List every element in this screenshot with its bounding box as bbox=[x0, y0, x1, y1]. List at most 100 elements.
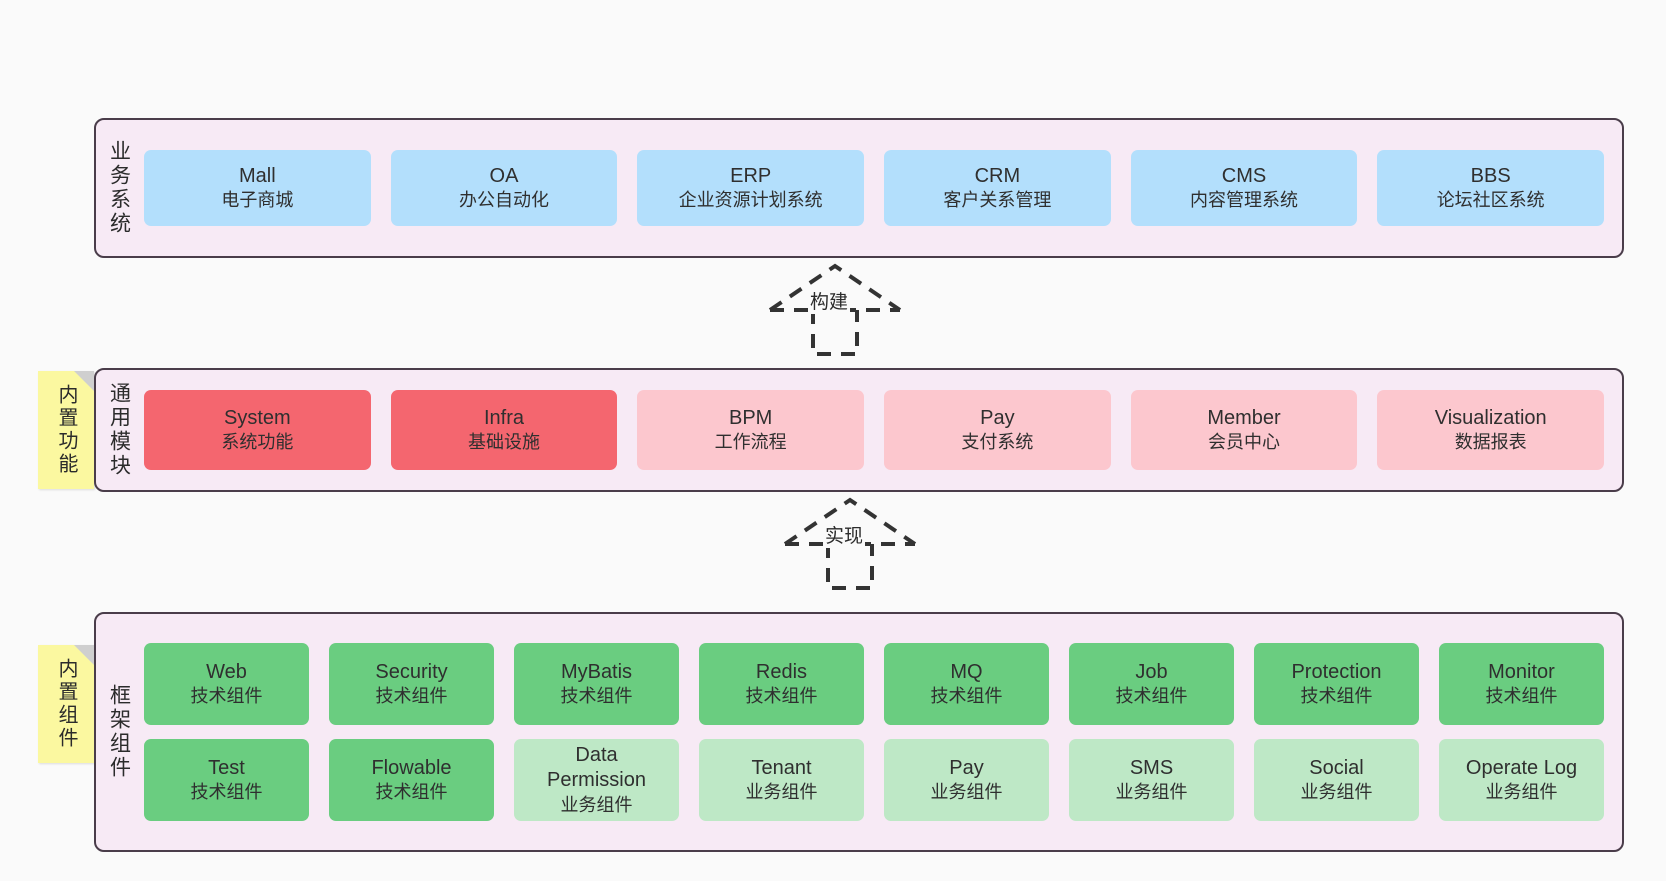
cell-protection[interactable]: Protection 技术组件 bbox=[1254, 643, 1419, 725]
cell-pay-module[interactable]: Pay 支付系统 bbox=[884, 390, 1111, 470]
cell-sms-en: SMS bbox=[1129, 756, 1174, 779]
layer-title-common: 通用模块 bbox=[107, 382, 131, 478]
cell-bbs[interactable]: BBS 论坛社区系统 bbox=[1377, 150, 1605, 226]
cell-crm-cn: 客户关系管理 bbox=[943, 190, 1052, 211]
cell-flowable-en: Flowable bbox=[371, 756, 452, 779]
connector-build-label: 构建 bbox=[808, 287, 851, 314]
cell-test-en: Test bbox=[208, 756, 245, 779]
cell-infra-cn: 基础设施 bbox=[468, 432, 540, 453]
cell-security-cn: 技术组件 bbox=[375, 686, 448, 707]
cell-test[interactable]: Test 技术组件 bbox=[144, 739, 309, 821]
layer-body-business: Mall 电子商城 OA 办公自动化 ERP 企业资源计划系统 CRM 客户关系… bbox=[142, 120, 1622, 256]
cell-job-en: Job bbox=[1135, 660, 1168, 683]
cell-redis-en: Redis bbox=[755, 660, 808, 683]
cell-pay-component-en: Pay bbox=[949, 756, 984, 779]
cell-mall[interactable]: Mall 电子商城 bbox=[144, 150, 371, 226]
cell-mq-cn: 技术组件 bbox=[930, 686, 1003, 707]
cell-visualization-en: Visualization bbox=[1434, 406, 1547, 429]
cell-security[interactable]: Security 技术组件 bbox=[329, 643, 494, 725]
connector-implement: 实现 bbox=[775, 492, 925, 592]
cell-security-en: Security bbox=[375, 660, 448, 683]
note-builtin-components: 内置组件 bbox=[38, 645, 94, 763]
cell-flowable-cn: 技术组件 bbox=[375, 782, 448, 803]
cell-pay-module-cn: 支付系统 bbox=[961, 432, 1034, 453]
cell-web-cn: 技术组件 bbox=[190, 686, 263, 707]
cell-redis[interactable]: Redis 技术组件 bbox=[699, 643, 864, 725]
cell-mq[interactable]: MQ 技术组件 bbox=[884, 643, 1049, 725]
cell-bpm[interactable]: BPM 工作流程 bbox=[637, 390, 865, 470]
cell-monitor[interactable]: Monitor 技术组件 bbox=[1439, 643, 1604, 725]
cell-protection-en: Protection bbox=[1291, 660, 1382, 683]
row-business-components: Test 技术组件 Flowable 技术组件 Data Permission … bbox=[144, 739, 1604, 821]
cell-cms-cn: 内容管理系统 bbox=[1190, 190, 1299, 211]
layer-title-framework: 框架组件 bbox=[107, 684, 131, 780]
cell-infra-en: Infra bbox=[483, 406, 525, 429]
connector-implement-label: 实现 bbox=[823, 521, 866, 548]
cell-member-en: Member bbox=[1207, 406, 1281, 429]
cell-redis-cn: 技术组件 bbox=[745, 686, 818, 707]
cell-social[interactable]: Social 业务组件 bbox=[1254, 739, 1419, 821]
cell-pay-module-en: Pay bbox=[980, 406, 1015, 429]
layer-body-framework: Web 技术组件 Security 技术组件 MyBatis 技术组件 Redi… bbox=[142, 614, 1622, 850]
cell-protection-cn: 技术组件 bbox=[1300, 686, 1373, 707]
cell-social-en: Social bbox=[1309, 756, 1364, 779]
cell-social-cn: 业务组件 bbox=[1300, 782, 1373, 803]
cell-cms-en: CMS bbox=[1221, 164, 1267, 187]
cell-operate-log-cn: 业务组件 bbox=[1485, 782, 1558, 803]
layer-title-business: 业务系统 bbox=[107, 140, 131, 236]
build-arrow-shaft bbox=[811, 310, 859, 356]
cell-oa[interactable]: OA 办公自动化 bbox=[390, 150, 618, 226]
cell-web-en: Web bbox=[206, 660, 247, 683]
note-builtin-features-label: 内置功能 bbox=[55, 384, 77, 476]
row-common-modules: System 系统功能 Infra 基础设施 BPM 工作流程 Pay 支付系统… bbox=[144, 390, 1605, 470]
cell-pay-component-cn: 业务组件 bbox=[930, 782, 1003, 803]
cell-tenant-en: Tenant bbox=[751, 756, 812, 779]
cell-infra[interactable]: Infra 基础设施 bbox=[390, 390, 618, 470]
cell-mybatis-en: MyBatis bbox=[560, 660, 633, 683]
cell-system-en: System bbox=[223, 406, 291, 429]
cell-tenant[interactable]: Tenant 业务组件 bbox=[699, 739, 864, 821]
cell-job-cn: 技术组件 bbox=[1115, 686, 1188, 707]
cell-flowable[interactable]: Flowable 技术组件 bbox=[329, 739, 494, 821]
cell-monitor-en: Monitor bbox=[1488, 660, 1555, 683]
cell-crm[interactable]: CRM 客户关系管理 bbox=[884, 150, 1111, 226]
cell-mybatis[interactable]: MyBatis 技术组件 bbox=[514, 643, 679, 725]
cell-operate-log-en: Operate Log bbox=[1465, 756, 1578, 779]
cell-pay-component[interactable]: Pay 业务组件 bbox=[884, 739, 1049, 821]
cell-monitor-cn: 技术组件 bbox=[1485, 686, 1558, 707]
cell-mq-en: MQ bbox=[950, 660, 983, 683]
cell-bpm-cn: 工作流程 bbox=[714, 432, 787, 453]
implement-arrow-shaft bbox=[826, 544, 874, 590]
cell-tenant-cn: 业务组件 bbox=[745, 782, 818, 803]
cell-system-cn: 系统功能 bbox=[221, 432, 294, 453]
row-technical-components: Web 技术组件 Security 技术组件 MyBatis 技术组件 Redi… bbox=[144, 643, 1604, 725]
cell-oa-cn: 办公自动化 bbox=[459, 190, 549, 211]
cell-sms[interactable]: SMS 业务组件 bbox=[1069, 739, 1234, 821]
row-business-systems: Mall 电子商城 OA 办公自动化 ERP 企业资源计划系统 CRM 客户关系… bbox=[144, 150, 1605, 226]
cell-bbs-en: BBS bbox=[1470, 164, 1511, 187]
cell-sms-cn: 业务组件 bbox=[1115, 782, 1188, 803]
layer-business-system: 业务系统 Mall 电子商城 OA 办公自动化 ERP 企业资源计划系统 CRM… bbox=[94, 118, 1624, 258]
cell-mall-en: Mall bbox=[239, 164, 276, 187]
cell-visualization[interactable]: Visualization 数据报表 bbox=[1377, 390, 1605, 470]
cell-erp[interactable]: ERP 企业资源计划系统 bbox=[637, 150, 865, 226]
cell-job[interactable]: Job 技术组件 bbox=[1069, 643, 1234, 725]
cell-web[interactable]: Web 技术组件 bbox=[144, 643, 309, 725]
cell-bbs-cn: 论坛社区系统 bbox=[1436, 190, 1545, 211]
cell-crm-en: CRM bbox=[974, 164, 1021, 187]
cell-data-permission[interactable]: Data Permission 业务组件 bbox=[514, 739, 679, 821]
note-builtin-features: 内置功能 bbox=[38, 371, 94, 489]
cell-test-cn: 技术组件 bbox=[190, 782, 263, 803]
cell-data-permission-cn: 业务组件 bbox=[560, 795, 633, 816]
cell-member[interactable]: Member 会员中心 bbox=[1130, 390, 1358, 470]
build-arrowhead bbox=[768, 263, 902, 312]
cell-bpm-en: BPM bbox=[729, 406, 773, 429]
connector-build: 构建 bbox=[760, 258, 910, 358]
cell-mybatis-cn: 技术组件 bbox=[560, 686, 633, 707]
layer-common-modules: 通用模块 System 系统功能 Infra 基础设施 BPM 工作流程 Pay… bbox=[94, 368, 1624, 492]
cell-cms[interactable]: CMS 内容管理系统 bbox=[1130, 150, 1358, 226]
cell-operate-log[interactable]: Operate Log 业务组件 bbox=[1439, 739, 1604, 821]
cell-system[interactable]: System 系统功能 bbox=[144, 390, 371, 470]
cell-oa-en: OA bbox=[489, 164, 519, 187]
